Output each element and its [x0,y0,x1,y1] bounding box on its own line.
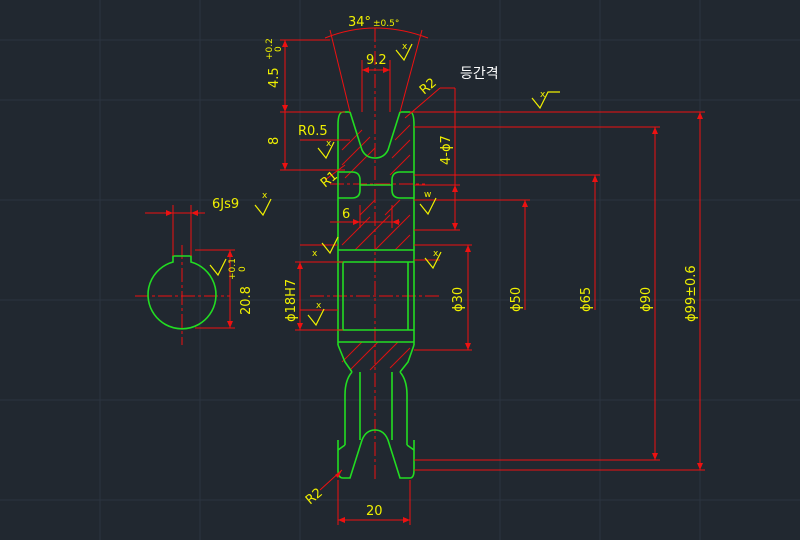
surface-x-label-1: x [540,90,546,100]
holes-label: 4-ϕ7 [439,135,454,165]
equal-spacing-label: 등간격 [460,66,499,82]
surface-x-label-5: x [312,249,318,259]
bore-label: ϕ18H7 [284,279,299,322]
surface-x-label-3: x [326,139,332,149]
height-45-tol-lower: 0 [274,46,284,52]
surface-w-label: w [424,190,431,200]
d99-label: ϕ99±0.6 [684,265,699,322]
d65-label: ϕ65 [579,287,594,312]
radius-r2-top-label: R2 [417,75,440,98]
height-45-tol-upper: +0.2 [265,38,275,60]
d90-label: ϕ90 [639,287,654,312]
keyway-depth-tol-upper: +0.1 [228,258,238,280]
dimension-labels: 34° ±0.5° 9.2 4.5 +0.2 0 8 R0.5 R2 등간격 R… [212,15,699,519]
surface-x-label-4: x [262,191,268,201]
d50-label: ϕ50 [509,287,524,312]
keyway-width-label: 6Js9 [212,197,239,212]
angle-tolerance: ±0.5° [373,19,399,29]
surface-finish-letters: x x x x w x x x [262,42,546,311]
radius-r2-bottom-label: R2 [303,485,326,508]
d30-label: ϕ30 [451,287,466,312]
surface-x-label-6: x [316,301,322,311]
height-45-label: 4.5 [267,67,282,88]
arrowheads [166,40,703,523]
keyway-depth-label: 20.8 [239,286,254,315]
width-20-label: 20 [366,504,383,519]
surface-x-label-2: x [402,42,408,52]
groove-width-label: 9.2 [366,53,387,68]
angle-label: 34° [348,15,371,30]
surface-x-label-7: x [433,249,439,259]
keyway-depth-tol-lower: 0 [238,266,248,272]
surface-finish-symbols [209,43,560,327]
section-hatching [341,124,411,371]
height-8-label: 8 [267,137,282,145]
part-outline [147,111,415,479]
hub-width-label: 6 [342,207,350,222]
center-lines [135,28,440,480]
radius-05-label: R0.5 [298,124,328,139]
